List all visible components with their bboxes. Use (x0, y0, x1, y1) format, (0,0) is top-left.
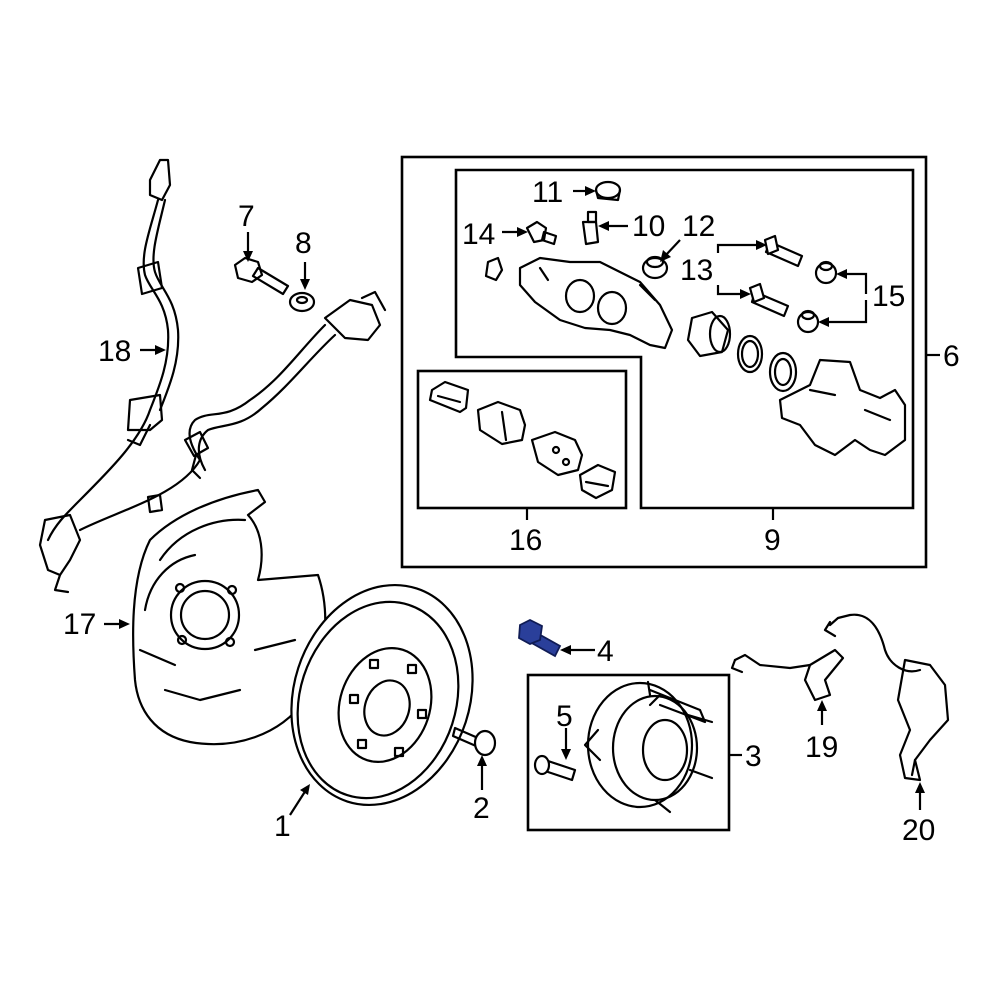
brake-pad-inner (476, 400, 527, 446)
callout-3: 3 (745, 740, 762, 773)
callout-5: 5 (556, 700, 573, 733)
caliper-assembly-box-6 (400, 155, 928, 569)
caliper-bracket (778, 358, 907, 457)
callout-13: 13 (680, 254, 713, 287)
abs-sensor-harness (183, 290, 387, 480)
abs-sensor-wire-left (38, 158, 202, 594)
callout-15: 15 (872, 280, 905, 313)
callout-12: 12 (682, 210, 715, 243)
callout-8: 8 (295, 227, 312, 260)
callout-18: 18 (98, 335, 131, 368)
plug (641, 255, 669, 280)
pad-kit-box-16 (416, 369, 628, 510)
piston-seal (736, 334, 764, 374)
callout-10: 10 (632, 210, 665, 243)
guide-pin-upper (763, 234, 804, 268)
hub-bearing (583, 680, 714, 814)
callout-14: 14 (462, 218, 495, 251)
guide-pin-lower (748, 282, 790, 318)
washer (288, 291, 316, 313)
caliper-piston (686, 310, 732, 358)
pin-boot-upper (814, 260, 838, 285)
callout-11: 11 (532, 176, 563, 209)
rotor-screw (451, 726, 497, 757)
callout-6: 6 (943, 340, 960, 373)
pad-clip-lower (578, 463, 617, 500)
callout-20: 20 (902, 814, 935, 847)
callout-2: 2 (473, 792, 490, 825)
callout-4: 4 (597, 635, 614, 668)
callout-16: 16 (509, 524, 542, 557)
callout-9: 9 (764, 524, 781, 557)
bolt-head (518, 618, 543, 645)
hub-mounting-bolt (533, 754, 577, 782)
hub-bearing-box-3 (526, 673, 731, 832)
dust-boot (768, 351, 798, 393)
callout-17: 17 (63, 608, 96, 641)
caliper-bolt-small (525, 220, 558, 246)
pad-clip-upper (428, 380, 470, 414)
brake-caliper (484, 256, 674, 350)
dust-shield (132, 488, 327, 746)
abs-sensor-right (823, 613, 950, 782)
brake-rotor (290, 583, 474, 807)
sensor-bolt (233, 256, 290, 296)
callout-19: 19 (805, 731, 838, 764)
sensor-bracket (730, 648, 845, 702)
bleeder-cap (594, 180, 622, 202)
pin-boot-lower (796, 309, 820, 334)
bleeder-screw (581, 210, 600, 246)
caliper-box-9 (454, 168, 915, 510)
callout-7: 7 (238, 200, 255, 233)
brake-pad-outer (530, 430, 584, 477)
hub-bolt-highlighted (518, 618, 562, 658)
callout-1: 1 (274, 810, 291, 843)
